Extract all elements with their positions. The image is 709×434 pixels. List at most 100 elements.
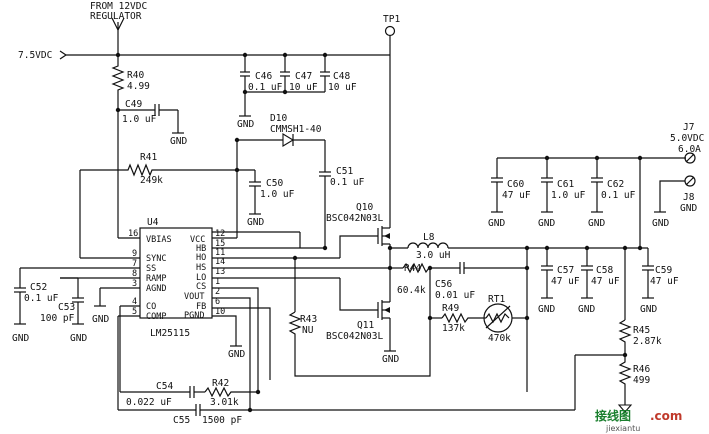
c58-value: 47 uF — [591, 276, 620, 287]
c52-value: 0.1 uF — [24, 293, 59, 304]
pin-vcc: VCC — [190, 235, 205, 245]
vin-label: 7.5VDC — [18, 50, 52, 61]
tp1-circle — [384, 25, 396, 37]
d10-diode — [282, 133, 295, 147]
c55-label: C55 — [173, 415, 190, 426]
r43-resistor — [288, 311, 431, 377]
watermark-cn: 接线图 — [595, 408, 631, 423]
pin-11: 11 — [215, 248, 225, 258]
pin-agnd: AGND — [146, 284, 166, 294]
r49-value: 137k — [442, 323, 465, 334]
c57-value: 47 uF — [551, 276, 580, 287]
gnd-label: GND — [588, 218, 605, 229]
pin-4: 4 — [132, 297, 137, 307]
c49-value: 1.0 uF — [122, 114, 157, 125]
r41-label: R41 — [140, 152, 157, 163]
cap-bank-input — [238, 55, 330, 117]
q10-label: Q10 — [356, 202, 373, 213]
pin-pgnd: PGND — [184, 311, 204, 321]
watermark-url: jiexiantu — [605, 424, 640, 433]
l8-inductor — [407, 242, 449, 249]
q11-label: Q11 — [357, 320, 374, 331]
c51-value: 0.1 uF — [330, 177, 365, 188]
rt1-label: RT1 — [488, 294, 505, 305]
r40-value: 4.99 — [127, 81, 150, 92]
gnd-label: GND — [640, 304, 657, 315]
c54-label: C54 — [156, 381, 173, 392]
gnd-label: GND — [578, 304, 595, 315]
c48-value: 10 uF — [328, 82, 357, 93]
l8-label: L8 — [423, 232, 435, 243]
pin-1: 1 — [215, 277, 220, 287]
j7-label: J7 — [683, 122, 694, 133]
pin-6: 6 — [215, 297, 220, 307]
pin-14: 14 — [215, 257, 225, 267]
d10-label: D10 — [270, 113, 287, 124]
u4-chip — [139, 227, 213, 319]
d10-value: CMMSH1-40 — [270, 124, 322, 135]
gnd-label: GND — [12, 333, 29, 344]
output-caps — [540, 248, 655, 299]
j7-current: 6.0A — [678, 144, 701, 155]
c52-label: C52 — [30, 282, 47, 293]
regulator-label: REGULATOR — [90, 11, 142, 22]
pin-7: 7 — [132, 259, 137, 269]
c47-label: C47 — [295, 71, 312, 82]
r42-resistor — [204, 386, 258, 398]
c53-value: 100 pF — [40, 313, 75, 324]
c50-value: 1.0 uF — [260, 189, 295, 200]
c53-label: C53 — [58, 302, 75, 313]
r41-value: 249k — [140, 175, 163, 186]
j8-value: GND — [680, 203, 697, 214]
r40-label: R40 — [127, 70, 144, 81]
input-arrow — [111, 17, 125, 55]
r44-resistor — [402, 262, 460, 274]
q10-mosfet — [377, 226, 391, 268]
r45-resistor — [618, 319, 632, 355]
r49-resistor — [441, 312, 483, 324]
r42-value: 3.01k — [210, 397, 239, 408]
c60-label: C60 — [507, 179, 524, 190]
pin-3: 3 — [132, 279, 137, 289]
gnd-label: GND — [538, 304, 555, 315]
c61-value: 1.0 uF — [551, 190, 586, 201]
pin-hb: HB — [196, 244, 206, 254]
pin-12: 12 — [215, 229, 225, 239]
r45-value: 2.87k — [633, 336, 662, 347]
q10-value: BSC042N03L — [326, 213, 383, 224]
c62-value: 0.1 uF — [601, 190, 636, 201]
l8-value: 3.0 uH — [416, 250, 451, 261]
gnd-label: GND — [652, 218, 669, 229]
gnd-label: GND — [70, 333, 87, 344]
upper-caps — [490, 158, 604, 213]
pin-lo: LO — [196, 273, 206, 283]
gnd-label: GND — [170, 136, 187, 147]
c58-label: C58 — [596, 265, 613, 276]
pin-vbias: VBIAS — [146, 235, 172, 245]
u4-right-wires — [212, 231, 420, 411]
c60-value: 47 uF — [502, 190, 531, 201]
rt1-value: 470k — [488, 333, 511, 344]
j8-label: J8 — [683, 192, 695, 203]
r40-resistor — [111, 55, 125, 110]
c61-label: C61 — [557, 179, 574, 190]
r46-resistor — [618, 355, 632, 400]
c59-label: C59 — [655, 265, 672, 276]
r46-value: 499 — [633, 375, 650, 386]
gnd-label: GND — [247, 217, 264, 228]
c56-label: C56 — [435, 279, 452, 290]
r49-label: R49 — [442, 303, 459, 314]
pin-cs: CS — [196, 282, 206, 292]
gnd-label: GND — [382, 354, 399, 365]
gnd-label: GND — [488, 218, 505, 229]
pin-co: CO — [146, 302, 156, 312]
pin-2: 2 — [215, 287, 220, 297]
u4-label: U4 — [147, 217, 159, 228]
pin-hs: HS — [196, 263, 206, 273]
pin-ss: SS — [146, 264, 156, 274]
from-label: FROM 12VDC — [90, 1, 147, 12]
watermark-com: .com — [650, 409, 682, 423]
c55-value: 1500 pF — [202, 415, 242, 426]
c54-value: 0.022 uF — [126, 397, 172, 408]
